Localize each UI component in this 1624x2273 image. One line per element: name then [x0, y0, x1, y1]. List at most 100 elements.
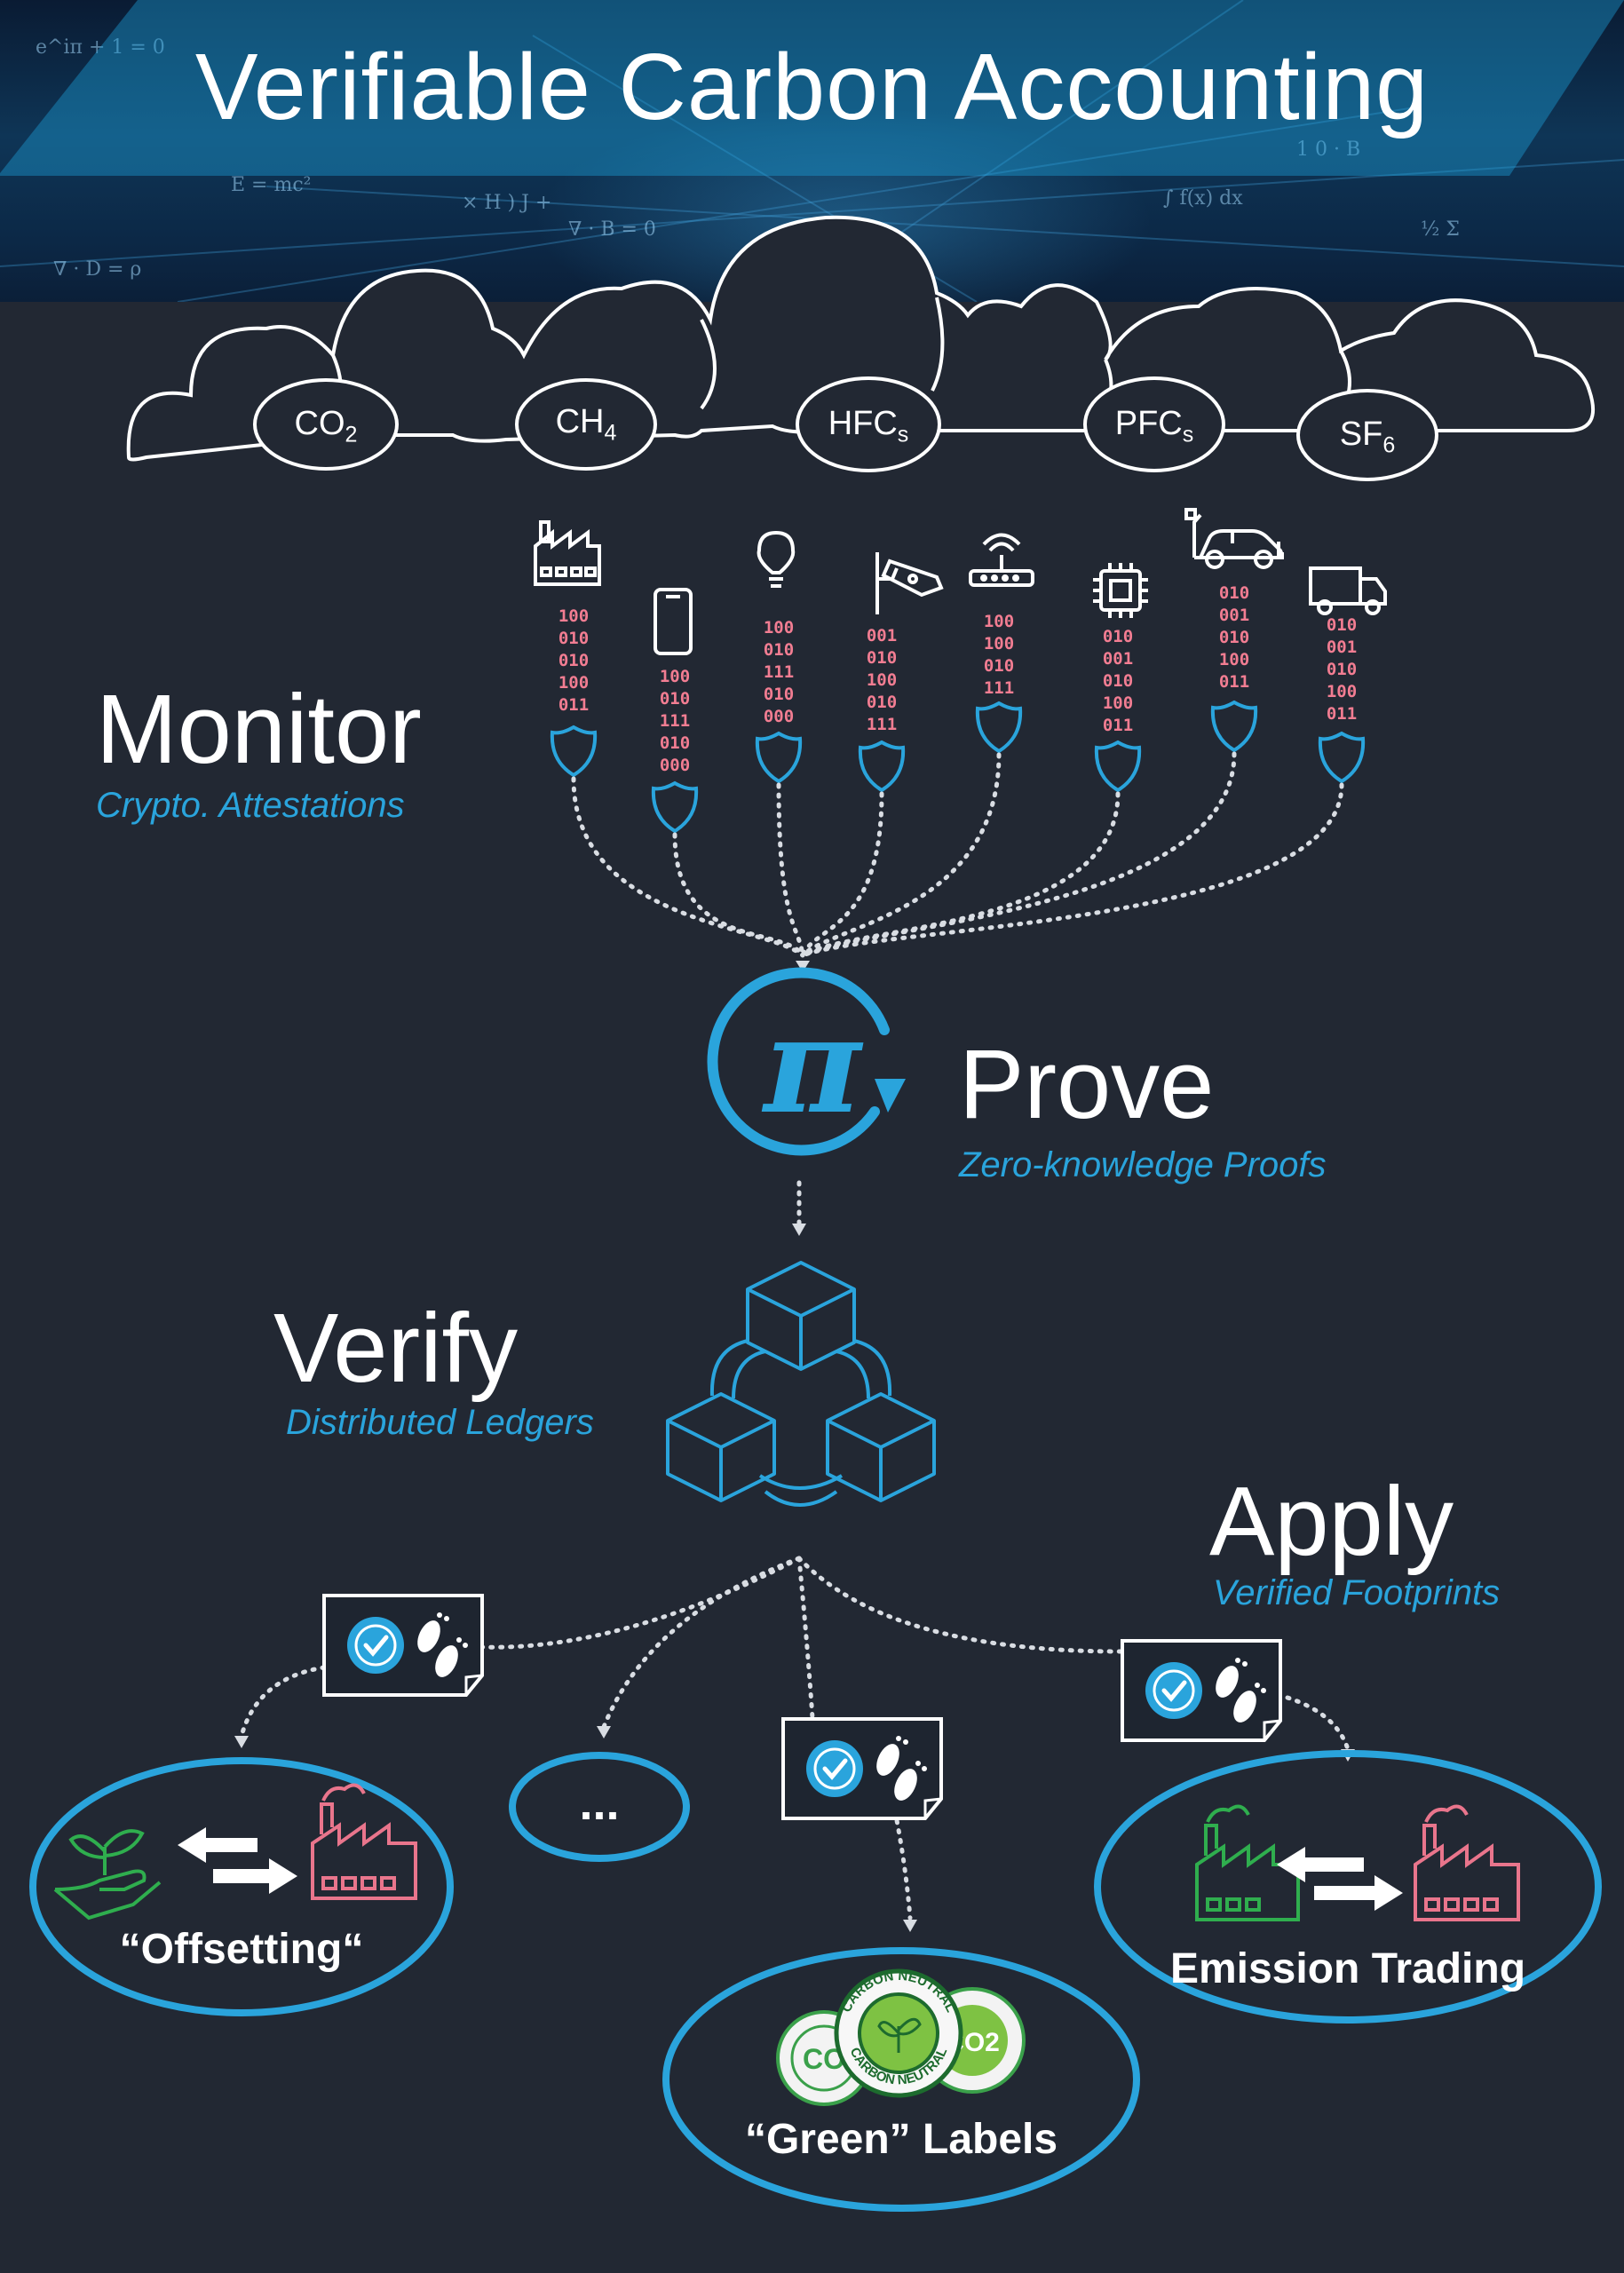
shield-icon [1318, 731, 1366, 784]
flow-arrowhead [792, 1224, 806, 1236]
monitor-title: Monitor [96, 675, 422, 784]
bit-row: 001 [866, 626, 898, 645]
router-icon [969, 533, 1034, 587]
gas-label-hfcs: HFCs [828, 405, 909, 447]
bit-row: 010 [1102, 671, 1134, 691]
monitor-subtitle: Crypto. Attestations [96, 786, 405, 825]
pi-symbol: π [764, 987, 861, 1144]
attestation-flow-line [776, 782, 805, 958]
cloud-inner-arc [931, 297, 945, 392]
bit-row: 100 [866, 670, 898, 690]
bit-row: 010 [659, 733, 691, 753]
bit-row: 010 [558, 651, 590, 670]
banner-network-lines: e^iπ + 1 = 0 E = mc² × H ) J + ∇ · B = 0… [0, 0, 1624, 302]
shield-icon [975, 701, 1023, 754]
bit-row: 011 [558, 695, 590, 715]
bit-row: 010 [1218, 583, 1250, 603]
verified-footprint-certificate [781, 1717, 943, 1820]
shield-icons [550, 700, 1366, 834]
apply-flow-lines [239, 1556, 1351, 1921]
green-labels-oval [662, 1947, 1140, 2212]
svg-text:½ Σ: ½ Σ [1421, 218, 1460, 241]
bit-row: 011 [1102, 716, 1134, 735]
attestation-flow-line [800, 751, 1237, 958]
lightbulb-icon [757, 530, 796, 588]
bit-row: 010 [866, 648, 898, 668]
carbon-neutral-badges: CO CO2 CARBON NEUTRAL CARBON NEUTRAL [776, 1968, 1026, 2106]
page-title: Verifiable Carbon Accounting [194, 35, 1430, 139]
green-factory-icon [1195, 1804, 1300, 1921]
title-band [0, 0, 1624, 176]
bit-row: 111 [659, 711, 691, 731]
exchange-arrows-icon [1277, 1847, 1403, 1911]
svg-text:× H ) J +: × H ) J + [462, 192, 551, 214]
bit-row: 011 [1326, 704, 1358, 724]
shield-icon [1210, 700, 1258, 753]
offsetting-label: “Offsetting“ [119, 1926, 364, 1973]
apply-title: Apply [1209, 1467, 1454, 1576]
emission-trading-label: Emission Trading [1169, 1945, 1526, 1992]
verified-footprint-certificates [322, 1594, 1282, 1820]
shield-icon [651, 780, 699, 834]
svg-text:∇ · B = 0: ∇ · B = 0 [568, 218, 656, 241]
factory-icon [311, 1783, 417, 1900]
bit-row: 010 [1326, 660, 1358, 679]
flow-arrowhead [796, 961, 810, 972]
shield-icon [755, 731, 803, 784]
more-applications-label: ... [579, 1777, 620, 1830]
bit-row: 010 [983, 656, 1015, 676]
attestation-flow-line [800, 791, 884, 958]
bit-row: 111 [866, 715, 898, 734]
verify-title: Verify [273, 1294, 519, 1403]
emission-trading-oval [1094, 1750, 1602, 2024]
attestation-flow-line [800, 791, 1121, 958]
bit-row: 010 [558, 629, 590, 648]
prove-title: Prove [959, 1030, 1215, 1139]
cloud-inner-arc [700, 319, 717, 410]
attestation-flow-line [800, 782, 1344, 958]
chip-icon [1093, 563, 1148, 618]
bit-row: 001 [1218, 606, 1250, 625]
offsetting-oval [29, 1757, 454, 2016]
bit-row: 111 [983, 678, 1015, 698]
gas-label-co2: CO2 [294, 405, 358, 447]
bit-row: 100 [1218, 650, 1250, 669]
verified-footprint-certificate [322, 1594, 484, 1697]
pi-cycle-icon [707, 967, 906, 1156]
attestation-flow-lines [571, 751, 1344, 958]
bit-row: 001 [1326, 638, 1358, 657]
more-oval [509, 1752, 690, 1862]
bit-row: 100 [1326, 682, 1358, 701]
gas-label-ch4: CH4 [555, 403, 617, 446]
bit-row: 001 [1102, 649, 1134, 669]
verified-footprint-certificate [1121, 1639, 1282, 1742]
svg-text:∇ · D = ρ: ∇ · D = ρ [53, 258, 141, 281]
bit-row: 010 [763, 640, 795, 660]
bit-row: 010 [1218, 628, 1250, 647]
bit-row: 000 [659, 756, 691, 775]
bit-row: 100 [558, 606, 590, 626]
truck-icon [1309, 566, 1387, 615]
bit-row: 011 [1218, 672, 1250, 692]
verify-subtitle: Distributed Ledgers [286, 1403, 594, 1442]
bit-row: 010 [659, 689, 691, 709]
plant-in-hand-icon [53, 1829, 162, 1921]
electric-car-icon [1184, 508, 1284, 569]
apply-subtitle: Verified Footprints [1213, 1573, 1501, 1612]
bit-row: 100 [1102, 693, 1134, 713]
bit-column: 010 001 010 100 011 [1311, 614, 1373, 725]
bit-row: 010 [1326, 615, 1358, 635]
pink-factory-icon [1414, 1804, 1520, 1921]
factory-icon [534, 520, 601, 586]
bit-row: 100 [983, 634, 1015, 653]
bit-row: 100 [983, 612, 1015, 631]
bit-row: 111 [763, 662, 795, 682]
